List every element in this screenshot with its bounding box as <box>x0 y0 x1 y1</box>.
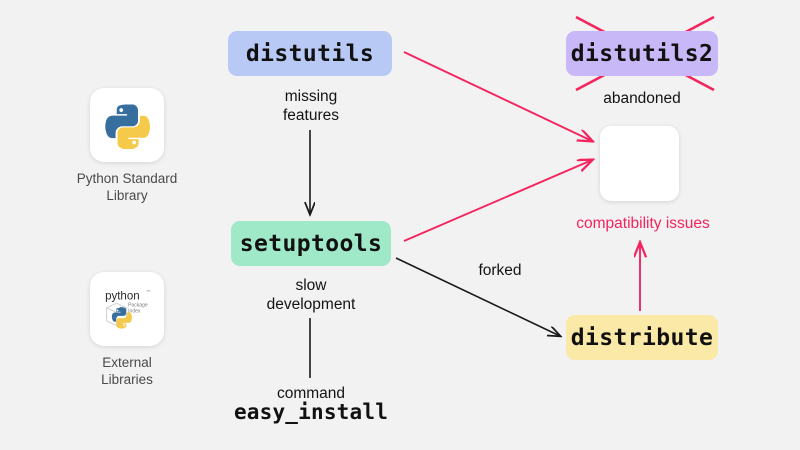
node-distutils2[interactable]: distutils2 <box>566 31 718 76</box>
edge-label-slow-development: slow development <box>266 277 356 313</box>
label-abandoned: abandoned <box>603 90 681 107</box>
edge-distutils-to-compat <box>403 51 592 141</box>
python-package-index-logo-icon: python ™ Package Index <box>105 289 150 329</box>
python-logo-icon <box>105 104 151 149</box>
label-easy-install: easy_install <box>233 400 389 424</box>
node-distribute[interactable]: distribute <box>566 315 718 360</box>
legend-tile-stdlib <box>90 88 164 162</box>
svg-text:python: python <box>105 290 140 302</box>
svg-text:™: ™ <box>146 289 150 294</box>
node-setuptools[interactable]: setuptools <box>231 221 391 266</box>
legend-label-python-standard-library: Python Standard Library <box>76 171 178 203</box>
legend-item-python-standard-library: Python Standard Library <box>52 88 202 205</box>
edge-label-missing-features: missing features <box>282 88 339 124</box>
legend-label-external-libraries: External Libraries <box>101 355 153 387</box>
node-distutils[interactable]: distutils <box>228 31 392 76</box>
svg-text:Package: Package <box>128 302 148 308</box>
legend-item-external-libraries: python ™ Package Index External Librarie… <box>52 272 202 389</box>
node-blank-placeholder[interactable] <box>600 126 679 201</box>
svg-text:Index: Index <box>128 308 141 314</box>
label-compatibility-issues: compatibility issues <box>576 215 710 232</box>
legend-tile-extlib: python ™ Package Index <box>90 272 164 346</box>
edge-label-command: command <box>276 385 346 402</box>
edge-label-forked: forked <box>478 262 522 279</box>
